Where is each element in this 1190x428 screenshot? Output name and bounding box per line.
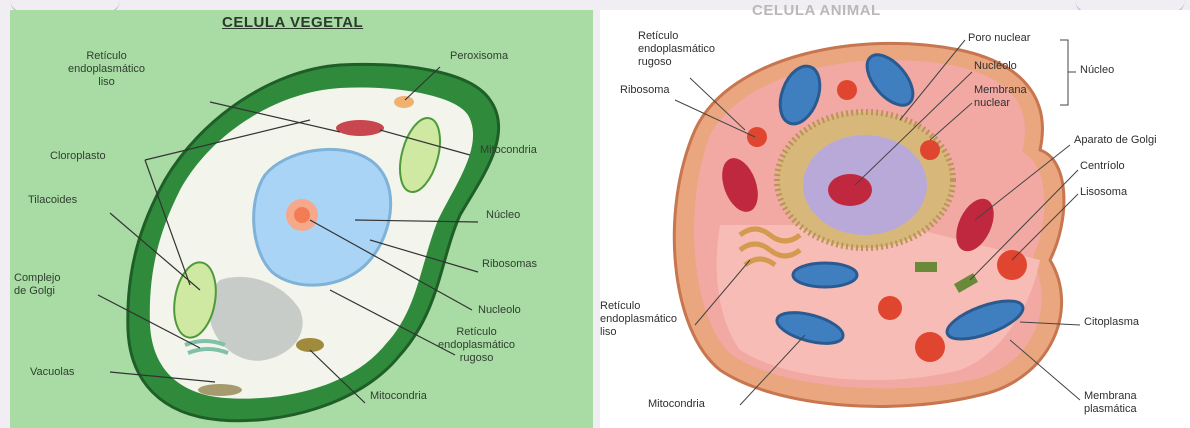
label-nucleolo-animal: Nucléolo bbox=[974, 60, 1017, 73]
animal-cell-panel: CELULA ANIMAL bbox=[600, 10, 1190, 428]
label-reticulo-rugoso-plant: Retículo endoplasmático rugoso bbox=[438, 326, 515, 365]
label-line: liso bbox=[600, 326, 677, 339]
label-line: de Golgi bbox=[14, 285, 60, 298]
mitochondrion-bottom bbox=[296, 338, 324, 352]
label-membrana-nuclear: Membrana nuclear bbox=[974, 84, 1027, 110]
label-citoplasma: Citoplasma bbox=[1084, 316, 1139, 329]
ribosome bbox=[837, 80, 857, 100]
label-tilacoides: Tilacoides bbox=[28, 194, 77, 207]
lysosome bbox=[878, 296, 902, 320]
label-reticulo-rugoso-animal: Retículo endoplasmático rugoso bbox=[638, 30, 715, 69]
ribosome bbox=[920, 140, 940, 160]
label-vacuolas: Vacuolas bbox=[30, 366, 74, 379]
label-mitocondria-bottom: Mitocondria bbox=[370, 390, 427, 403]
label-line: Retículo bbox=[638, 30, 715, 43]
label-line: endoplasmático bbox=[438, 339, 515, 352]
label-cloroplasto: Cloroplasto bbox=[50, 150, 106, 163]
label-reticulo-liso-animal: Retículo endoplasmático liso bbox=[600, 300, 677, 339]
centriole bbox=[915, 262, 937, 272]
label-membrana-plasmatica: Membrana plasmática bbox=[1084, 390, 1137, 416]
label-centriolo: Centríolo bbox=[1080, 160, 1125, 173]
small-vacuole bbox=[198, 384, 242, 396]
ribosome bbox=[747, 127, 767, 147]
label-ribosomas: Ribosomas bbox=[482, 258, 537, 271]
label-line: nuclear bbox=[974, 97, 1027, 110]
mitochondrion bbox=[793, 263, 857, 287]
label-mitocondria-top: Mitocondria bbox=[480, 144, 537, 157]
label-poro-nuclear: Poro nuclear bbox=[968, 32, 1030, 45]
label-line: Retículo bbox=[600, 300, 677, 313]
label-aparato-golgi: Aparato de Golgi bbox=[1074, 134, 1157, 147]
label-line: endoplasmático bbox=[68, 63, 145, 76]
mitochondrion-top bbox=[336, 120, 384, 136]
plant-cell-panel: CELULA VEGETAL bbox=[10, 10, 593, 428]
lysosome bbox=[915, 332, 945, 362]
label-line: plasmática bbox=[1084, 403, 1137, 416]
label-lisosoma: Lisosoma bbox=[1080, 186, 1127, 199]
label-line: Membrana bbox=[974, 84, 1027, 97]
label-nucleo-plant: Núcleo bbox=[486, 209, 520, 222]
label-line: rugoso bbox=[438, 352, 515, 365]
lysosome bbox=[997, 250, 1027, 280]
nucleolus-animal bbox=[828, 174, 872, 206]
label-ribosoma: Ribosoma bbox=[620, 84, 670, 97]
label-peroxisoma: Peroxisoma bbox=[450, 50, 508, 63]
label-mitocondria-animal: Mitocondria bbox=[648, 398, 705, 411]
label-nucleo-animal: Núcleo bbox=[1080, 64, 1114, 77]
label-line: rugoso bbox=[638, 56, 715, 69]
label-complejo-golgi: Complejo de Golgi bbox=[14, 272, 60, 298]
peroxisome bbox=[394, 96, 414, 108]
label-line: endoplasmático bbox=[600, 313, 677, 326]
label-line: Membrana bbox=[1084, 390, 1137, 403]
label-line: Retículo bbox=[68, 50, 145, 63]
label-line: liso bbox=[68, 76, 145, 89]
label-line: Complejo bbox=[14, 272, 60, 285]
label-line: Retículo bbox=[438, 326, 515, 339]
label-nucleolo-plant: Nucleolo bbox=[478, 304, 521, 317]
label-line: endoplasmático bbox=[638, 43, 715, 56]
label-reticulo-liso-plant: Retículo endoplasmático liso bbox=[68, 50, 145, 89]
